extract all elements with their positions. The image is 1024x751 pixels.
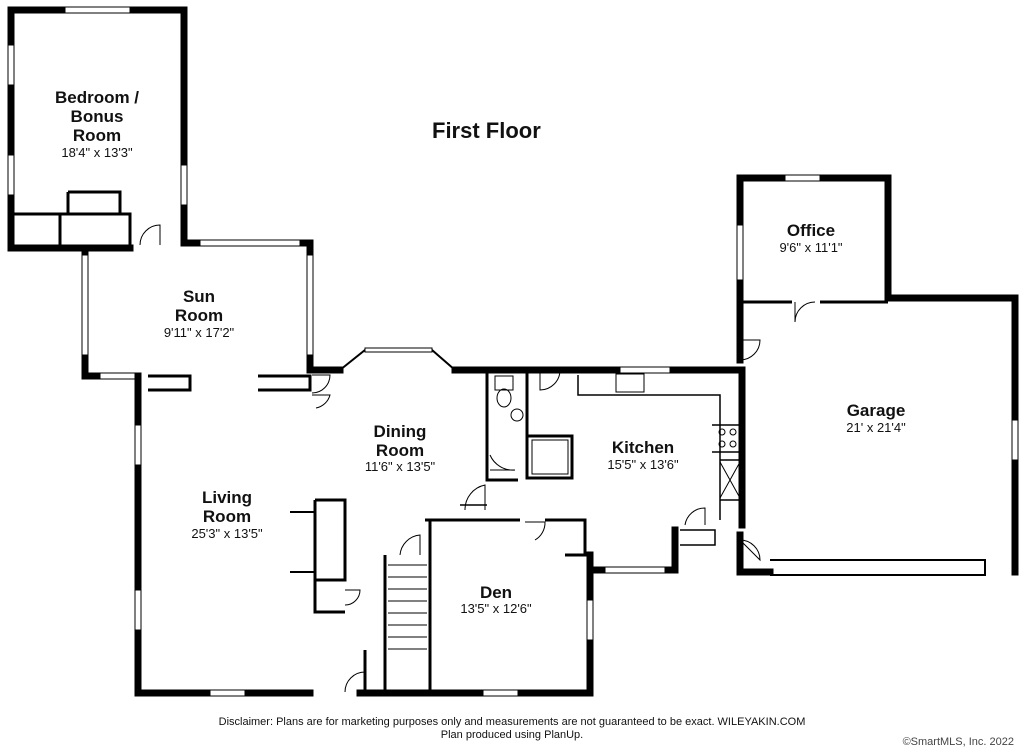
- disclaimer-line-1: Disclaimer: Plans are for marketing purp…: [218, 716, 806, 728]
- room-dims-bedroom: 18'4" x 13'3": [61, 145, 133, 160]
- room-name-living: Living Room: [201, 488, 253, 526]
- doors: [139, 224, 816, 693]
- fixtures: [494, 373, 741, 499]
- room-dims-living: 25'3" x 13'5": [191, 526, 263, 541]
- disclaimer: Disclaimer: Plans are for marketing purp…: [0, 716, 1024, 742]
- room-name-kitchen: Kitchen: [611, 438, 675, 457]
- room-dims-kitchen: 15'5" x 13'6": [607, 457, 679, 472]
- room-dims-office: 9'6" x 11'1": [779, 240, 843, 255]
- room-dims-sun: 9'11" x 17'2": [163, 325, 235, 340]
- room-dims-garage: 21' x 21'4": [846, 420, 906, 435]
- disclaimer-line-2: Plan produced using PlanUp.: [440, 729, 584, 741]
- room-name-office: Office: [786, 221, 836, 240]
- windows: [7, 6, 1019, 697]
- room-name-garage: Garage: [846, 401, 906, 420]
- room-dims-den: 13'5" x 12'6": [460, 601, 532, 616]
- interior-walls: [11, 190, 986, 693]
- room-name-sun: Sun Room: [174, 287, 224, 325]
- floor-title: First Floor: [432, 118, 541, 143]
- stair-treads: [388, 564, 427, 650]
- room-name-bedroom: Bedroom / Bonus Room: [54, 88, 140, 145]
- room-name-den: Den: [479, 583, 513, 602]
- room-name-dining: Dining Room: [373, 422, 427, 460]
- copyright: ©SmartMLS, Inc. 2022: [902, 736, 1014, 748]
- room-dims-dining: 11'6" x 13'5": [364, 459, 436, 474]
- exterior-walls: [7, 6, 1019, 697]
